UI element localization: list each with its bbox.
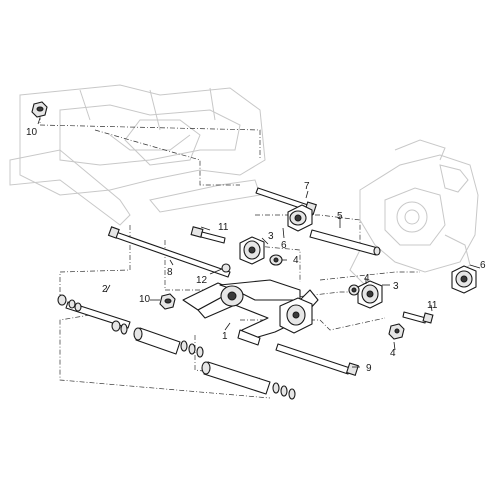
callout-10-upper: 10: [26, 127, 38, 138]
bolt-part-11-left: [190, 226, 226, 244]
bushing-part-3-right: [357, 280, 383, 309]
washer-part-4-right-upper: [348, 284, 360, 296]
bolt-part-11-right: [402, 311, 434, 324]
swingarm-part-1: [182, 279, 319, 346]
washer-part-4-right-lower: [388, 323, 405, 340]
callout-7: 7: [304, 181, 310, 192]
callout-labels: 10 7 6 5 11 3 4 8 12 2 10 1 4 3 11 4 9 6…: [26, 127, 486, 374]
engine-ghost-outline: [349, 139, 479, 286]
callout-9: 9: [366, 363, 372, 374]
spacer-part-12: [221, 263, 231, 273]
leader-lines: [37, 117, 481, 368]
washer-part-4-left: [269, 254, 283, 266]
callout-12: 12: [196, 275, 208, 286]
callout-2: 2: [102, 284, 108, 295]
frame-ghost-outline: [9, 84, 266, 226]
callout-5: 5: [337, 211, 343, 222]
callout-8: 8: [167, 267, 173, 278]
bolt-part-9: [275, 343, 359, 376]
callout-11-right: 11: [427, 300, 438, 311]
callout-6-right: 6: [480, 260, 486, 271]
bolt-part-8: [107, 226, 231, 278]
bushing-part-3-left: [239, 236, 265, 265]
callout-10-lower: 10: [139, 294, 151, 305]
lower-spacer-tubes: [111, 320, 296, 400]
callout-4-right-lower: 4: [390, 348, 396, 359]
callout-3-left: 3: [268, 231, 274, 242]
callout-6-upper: 6: [281, 240, 287, 251]
nut-part-10-lower: [159, 293, 176, 310]
pin-part-5: [309, 229, 381, 256]
alignment-lines: [39, 115, 420, 399]
callout-11-left: 11: [218, 222, 229, 233]
callout-3-right: 3: [393, 281, 399, 292]
callout-4-right-upper: 4: [364, 273, 370, 284]
bushing-part-6-upper: [287, 204, 313, 232]
nut-part-10-upper: [31, 101, 48, 118]
callout-4-left: 4: [293, 255, 299, 266]
bushing-part-6-right: [451, 265, 477, 294]
callout-1: 1: [222, 331, 228, 342]
